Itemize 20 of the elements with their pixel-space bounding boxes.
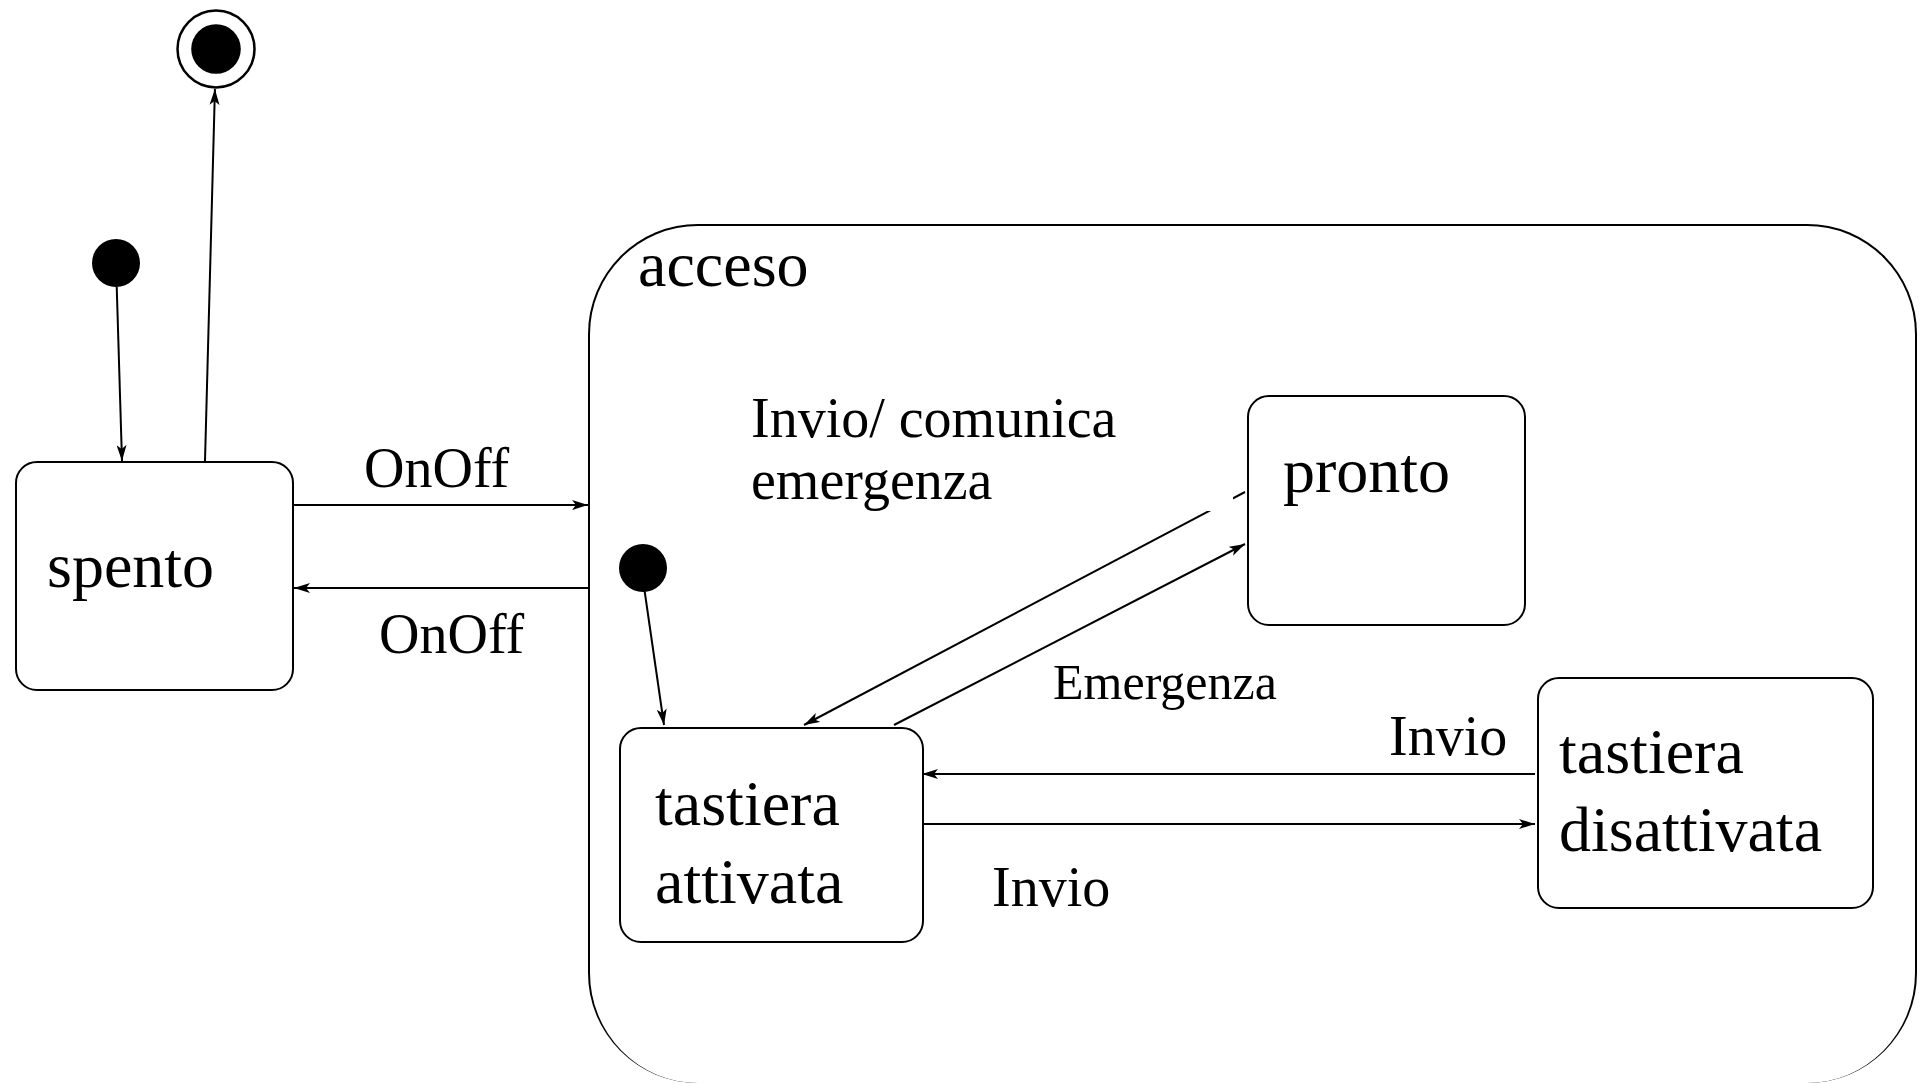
transition-arrow — [893, 543, 1246, 726]
state-name: pronto — [1283, 434, 1452, 508]
state-name: tastiera disattivata — [1559, 715, 1824, 868]
state-box — [15, 461, 294, 691]
state-name: acceso — [638, 228, 810, 302]
state-box — [1537, 677, 1874, 909]
transition-arrow — [921, 819, 1536, 829]
transition-arrow — [293, 500, 589, 510]
transition-arrow — [803, 491, 1246, 726]
initial-state-dot — [92, 239, 140, 287]
transition-arrow — [921, 769, 1536, 779]
state-box — [619, 727, 924, 943]
final-state-icon — [176, 9, 256, 89]
transition-arrow — [115, 286, 127, 462]
state-name: tastiera attivata — [655, 767, 845, 920]
state-box — [1247, 395, 1526, 626]
transition-arrow — [293, 583, 589, 593]
state-name: spento — [47, 529, 216, 603]
initial-state-dot — [619, 544, 667, 592]
transition-arrow — [204, 88, 220, 462]
